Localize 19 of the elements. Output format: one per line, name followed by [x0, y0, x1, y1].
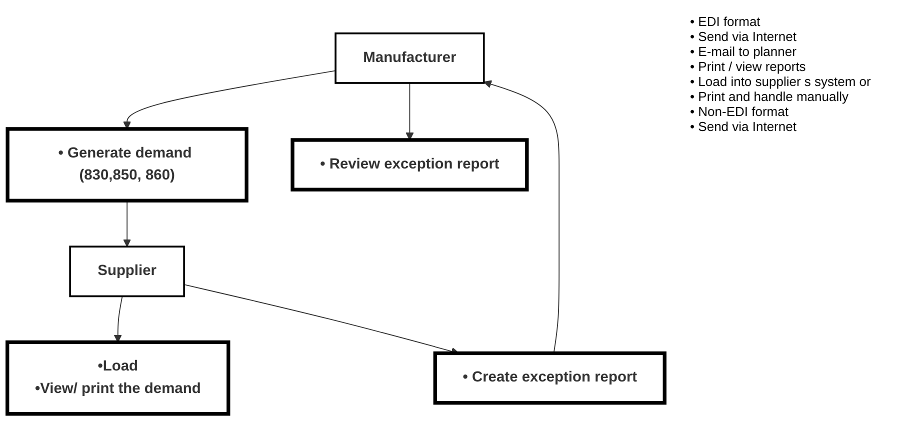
- note-text: • Print / view reports: [690, 59, 807, 74]
- arrow: [114, 296, 123, 342]
- arrow: [123, 70, 336, 130]
- arrow: [123, 200, 132, 247]
- note-text: • Print and handle manually: [690, 89, 850, 104]
- node-box: • Generate demand (830,850, 860): [6, 126, 248, 202]
- node-box: • Create exception report: [433, 351, 666, 405]
- note-text: • EDI format: [690, 14, 762, 29]
- note-text: • Non-EDI format: [690, 104, 790, 119]
- note-text: • Load into supplier s system or: [690, 74, 872, 89]
- note-text: • E-mail to planner: [690, 44, 798, 59]
- node-box: • Review exception report: [290, 138, 529, 192]
- arrow: [484, 80, 560, 354]
- arrow: [406, 82, 414, 140]
- node-box: Supplier: [69, 246, 185, 298]
- node-box: Manufacturer: [334, 32, 485, 84]
- note-text: • Send via Internet: [690, 119, 798, 134]
- note-text: • Send via Internet: [690, 29, 798, 44]
- node-box: •Load •View/ print the demand: [6, 340, 230, 416]
